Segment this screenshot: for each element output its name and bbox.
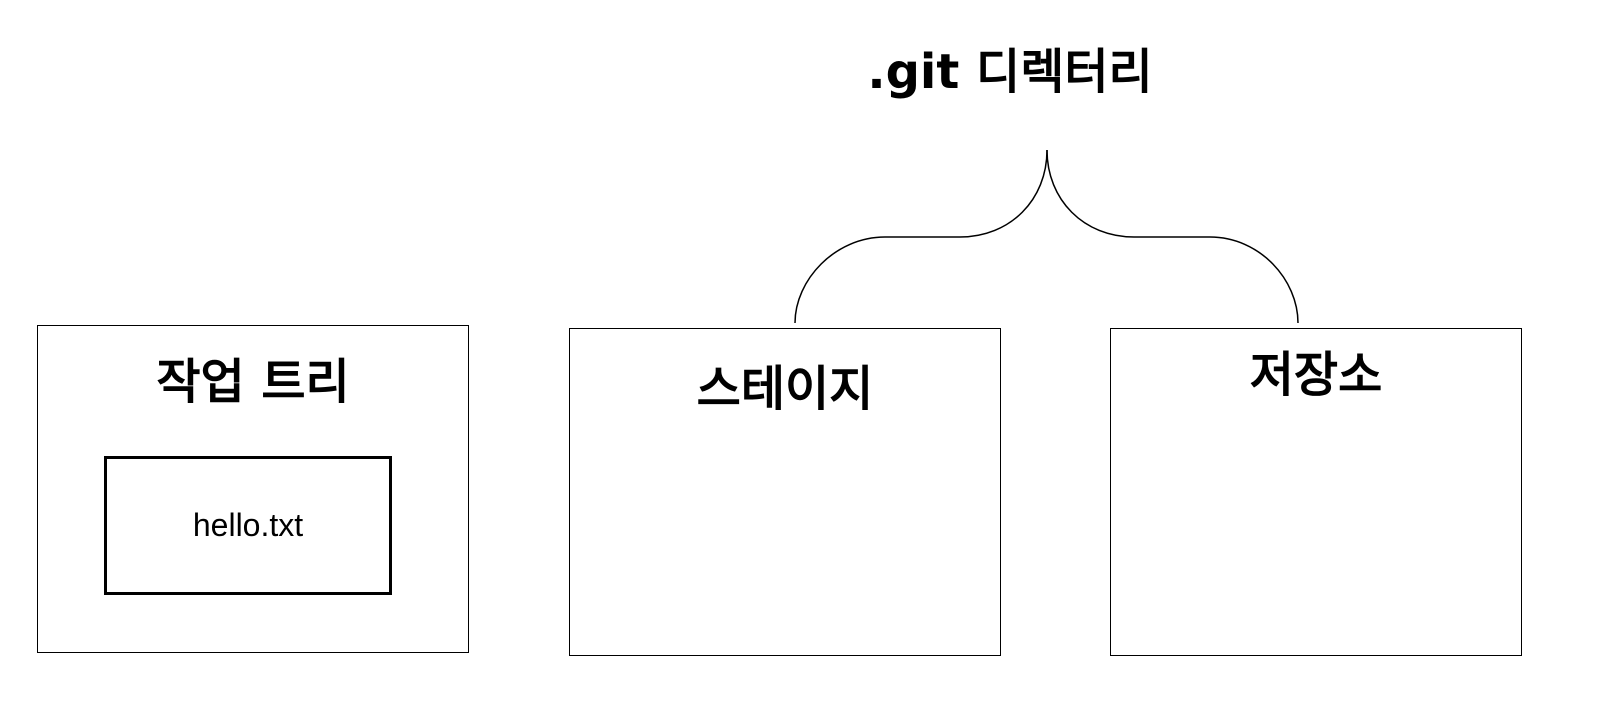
working-tree-box: 작업 트리 hello.txt — [37, 325, 469, 653]
working-tree-label: 작업 트리 — [156, 354, 350, 410]
git-directory-title: .git 디렉터리 — [867, 44, 1153, 100]
brace-right-arm — [1046, 149, 1299, 324]
file-name: hello.txt — [192, 507, 304, 543]
stage-box: 스테이지 — [569, 328, 1001, 656]
repository-box: 저장소 — [1110, 328, 1522, 656]
file-box-hello: hello.txt — [104, 456, 392, 595]
repository-label: 저장소 — [1249, 347, 1383, 403]
stage-label: 스테이지 — [696, 361, 874, 417]
brace-left-arm — [794, 149, 1048, 324]
